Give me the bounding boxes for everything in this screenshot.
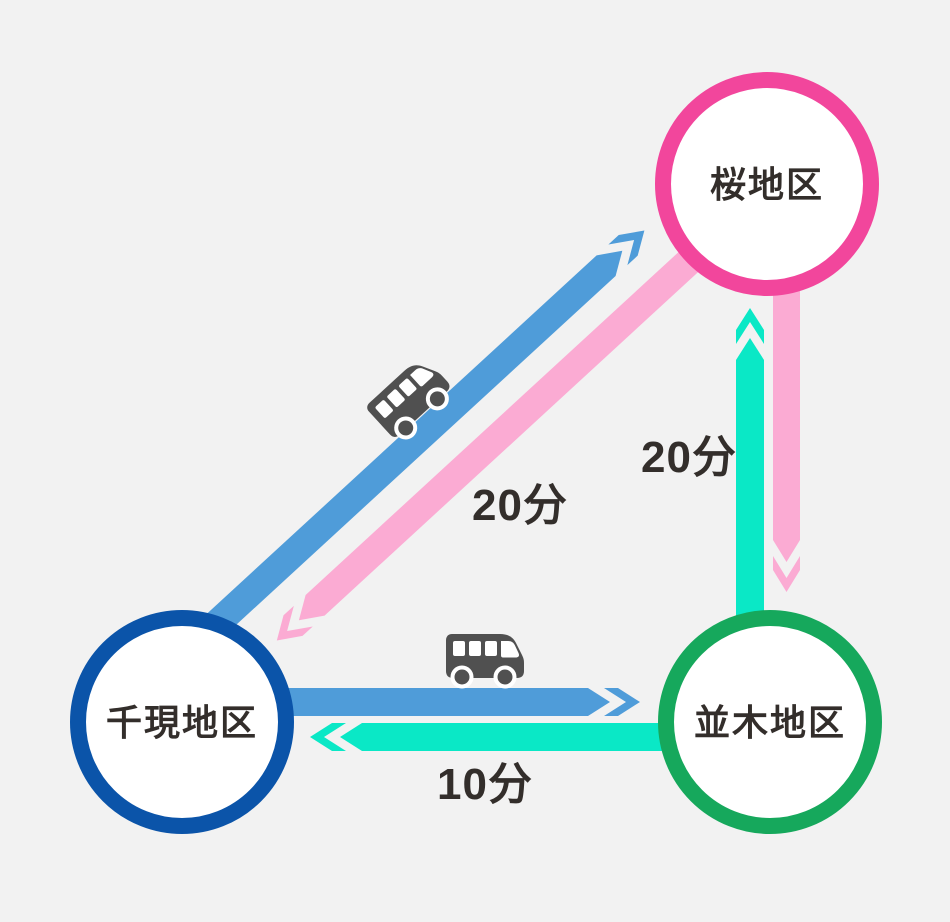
duration-label-sengen-sakura: 20分 (472, 481, 568, 530)
arrow-chevron (608, 230, 645, 266)
arrow-sengen-to-namiki (240, 688, 640, 716)
arrow-chevron (604, 688, 640, 716)
node-sengen: 千現地区 (70, 610, 294, 834)
bus-window (453, 641, 465, 656)
bus-windshield (410, 368, 434, 387)
arrow-shaft (736, 338, 764, 700)
arrow-chevron (736, 308, 764, 344)
route-sengen-sakura (139, 176, 780, 697)
duration-label-sengen-namiki: 10分 (437, 760, 533, 809)
arrow-namiki-to-sakura (736, 308, 764, 700)
bus-window (387, 389, 405, 407)
arrow-sakura-to-namiki (773, 270, 800, 592)
arrow-sengen-to-sakura (139, 230, 645, 697)
bus-body (367, 365, 450, 437)
bus-windshield (501, 641, 520, 658)
arrow-chevron (310, 723, 346, 751)
node-ring (70, 610, 294, 834)
arrow-shaft (298, 176, 780, 621)
node-namiki: 並木地区 (658, 610, 882, 834)
node-ring (655, 72, 879, 296)
arrow-chevron (773, 556, 800, 592)
bus-icon (367, 365, 450, 440)
bus-icon (446, 634, 524, 689)
bus-wheel (425, 387, 449, 411)
arrow-chevron (276, 605, 313, 641)
arrow-sakura-to-sengen (276, 176, 780, 641)
bus-wheel (394, 416, 418, 440)
bus-wheel (450, 665, 474, 689)
bus-window (485, 641, 497, 656)
bus-wheel (493, 665, 517, 689)
bus-window (399, 378, 417, 397)
node-sakura: 桜地区 (655, 72, 879, 296)
bus-window (469, 641, 481, 656)
node-label: 並木地区 (694, 702, 846, 743)
arrow-shaft (139, 250, 623, 697)
node-label: 千現地区 (106, 702, 258, 743)
duration-label-namiki-sakura: 20分 (641, 433, 737, 482)
arrow-shaft (773, 270, 800, 562)
bus-window (375, 400, 393, 418)
node-ring (658, 610, 882, 834)
arrow-shaft (240, 688, 610, 716)
node-label: 桜地区 (710, 164, 824, 205)
route-namiki-sakura (736, 270, 800, 700)
